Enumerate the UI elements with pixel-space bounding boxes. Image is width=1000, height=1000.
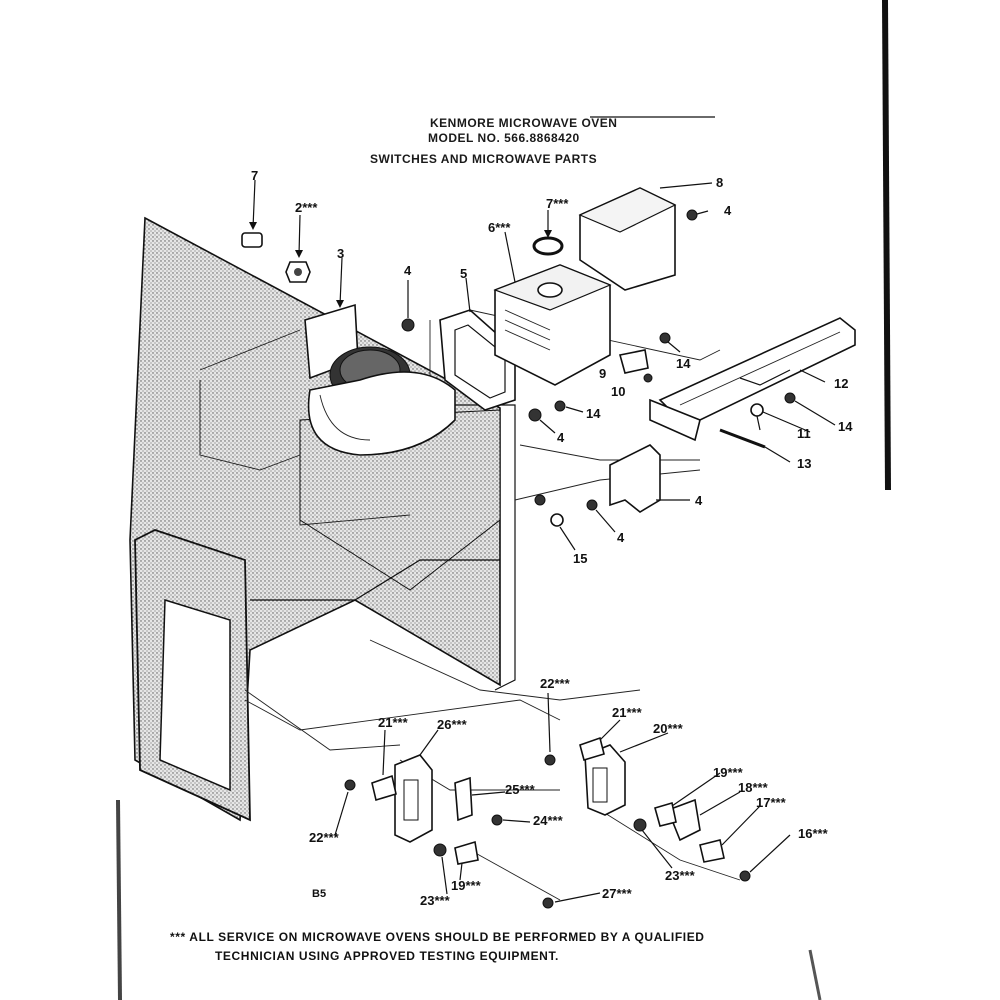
part-2-nut <box>285 214 311 283</box>
diagram-model-number: MODEL NO. 566.8868420 <box>428 131 580 145</box>
service-warning-line2: TECHNICIAN USING APPROVED TESTING EQUIPM… <box>215 949 559 963</box>
callout-3: 3 <box>337 246 344 261</box>
part-8-cover <box>578 182 713 291</box>
callout-18: 18*** <box>738 780 769 795</box>
part-18-plate <box>666 798 701 842</box>
callout-26: 26*** <box>437 717 468 732</box>
part-7-gasket <box>532 210 564 256</box>
part-26-switch-bracket <box>394 754 433 843</box>
panel-edge <box>250 559 500 601</box>
callout-6: 6*** <box>488 220 511 235</box>
callout-4-mid: 4 <box>557 430 565 445</box>
part-7-switch <box>241 179 263 248</box>
diagram-title-brand: KENMORE MICROWAVE OVEN <box>430 116 618 130</box>
callout-16: 16*** <box>798 826 829 841</box>
callout-27: 27*** <box>602 886 633 901</box>
callout-21-left: 21*** <box>378 715 409 730</box>
part-11-pin <box>750 403 764 431</box>
callout-4-lower: 4 <box>617 530 625 545</box>
part-3-blower-motor <box>304 257 456 456</box>
service-warning-line1: *** ALL SERVICE ON MICROWAVE OVENS SHOUL… <box>170 930 705 944</box>
callout-13: 13 <box>797 456 811 471</box>
guide-lines <box>199 309 741 901</box>
scan-edge-mark <box>882 0 891 491</box>
page-reference: B5 <box>312 888 327 900</box>
callout-19-left: 19*** <box>451 878 482 893</box>
part-20-switch-bracket <box>584 744 626 816</box>
callout-14: 14 <box>676 356 691 371</box>
callout-22-top: 22*** <box>540 676 571 691</box>
callout-15: 15 <box>573 551 587 566</box>
callout-24: 24*** <box>533 813 564 828</box>
callout-14-right: 14 <box>838 419 853 434</box>
part-9-switch <box>618 349 649 374</box>
callout-4: 4 <box>404 263 412 278</box>
scan-edge-mark-left <box>116 799 122 1000</box>
callout-4-bracket: 4 <box>695 493 703 508</box>
callout-25: 25*** <box>505 782 536 797</box>
callout-21-right: 21*** <box>612 705 643 720</box>
callout-20: 20*** <box>653 721 684 736</box>
callout-5: 5 <box>460 266 467 281</box>
callout-22-left: 22*** <box>309 830 340 845</box>
callout-4-upper: 4 <box>724 203 732 218</box>
part-19-switch <box>454 801 677 865</box>
callout-11: 11 <box>797 426 811 441</box>
callout-23-right: 23*** <box>665 868 696 883</box>
part-17-switch <box>699 839 725 863</box>
callout-8: 8 <box>716 175 723 190</box>
switch-mount-bracket <box>609 398 701 513</box>
lower-hardware <box>344 754 751 909</box>
callout-10: 10 <box>611 384 625 399</box>
callout-17: 17*** <box>756 795 787 810</box>
callout-2: 2*** <box>295 200 318 215</box>
part-25-actuator <box>454 776 473 822</box>
diagram-section-title: SWITCHES AND MICROWAVE PARTS <box>370 152 598 166</box>
cavity-opening <box>159 598 231 792</box>
callout-leaders <box>334 210 836 903</box>
callout-19-right: 19*** <box>713 765 744 780</box>
callout-9: 9 <box>599 366 606 381</box>
callout-12: 12 <box>834 376 848 391</box>
callout-14-mid: 14 <box>586 406 601 421</box>
part-21-lever <box>371 736 605 802</box>
scan-edge-mark-bottom <box>808 949 822 1000</box>
callout-23-left: 23*** <box>420 893 451 908</box>
callout-labels: 7 2*** 3 4 5 6*** 7*** 8 4 14 9 10 14 4 … <box>251 168 853 908</box>
part-6-magnetron <box>493 231 612 386</box>
callout-7-gasket: 7*** <box>546 196 569 211</box>
part-13-rod <box>719 428 766 449</box>
callout-7: 7 <box>251 168 258 183</box>
